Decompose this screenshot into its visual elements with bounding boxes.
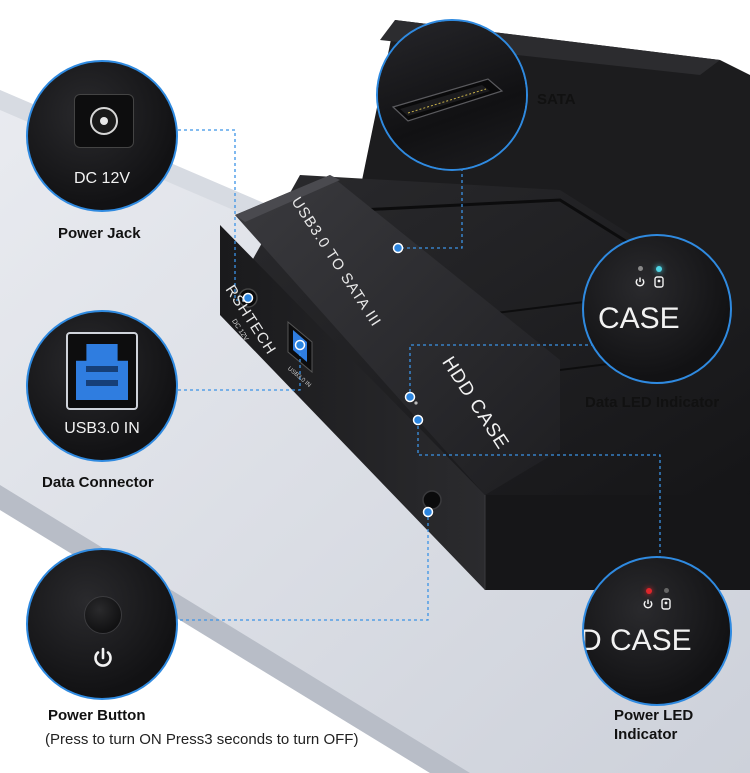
- data-led-label: Data LED Indicator: [585, 394, 720, 411]
- power-button-label: Power Button: [48, 707, 146, 724]
- power-button-zoom: [26, 548, 178, 700]
- power-icon: [94, 647, 112, 667]
- power-icon: [635, 277, 645, 287]
- front-power-button: [422, 490, 442, 510]
- data-led-zoom-text: CASE: [598, 302, 680, 335]
- usb-b-port: [66, 332, 138, 410]
- power-jack-zoom: DC 12V: [26, 60, 178, 212]
- power-led-light: [646, 588, 652, 594]
- power-led-label-line1: Power LED: [614, 707, 694, 724]
- power-led-label-line2: Indicator: [614, 726, 678, 743]
- power-icon: [643, 599, 653, 609]
- power-jack-socket: [74, 94, 134, 148]
- data-connector-label: Data Connector: [42, 474, 154, 491]
- power-led-zoom-text: D CASE: [582, 624, 692, 657]
- usb-connector-zoom: USB3.0 IN: [26, 310, 178, 462]
- power-jack-label: Power Jack: [58, 225, 141, 242]
- hdd-icon: [654, 276, 664, 288]
- power-led-data-indicator: [664, 588, 669, 593]
- power-jack-caption: DC 12V: [73, 170, 131, 187]
- power-button[interactable]: [84, 596, 122, 634]
- device-front: [220, 225, 485, 590]
- sata-label: SATA: [537, 91, 576, 108]
- glass-panel: [235, 175, 560, 495]
- power-button-note: (Press to turn ON Press3 seconds to turn…: [45, 731, 359, 748]
- sata-connector: [391, 78, 504, 122]
- power-led-zoom: D CASE: [582, 556, 732, 706]
- data-led-zoom: CASE: [582, 234, 732, 384]
- hdd-icon: [661, 598, 671, 610]
- sata-zoom: [376, 19, 528, 171]
- usb-connector-caption: USB3.0 IN: [64, 420, 140, 437]
- data-led-light: [656, 266, 662, 272]
- data-led-power-indicator: [638, 266, 643, 271]
